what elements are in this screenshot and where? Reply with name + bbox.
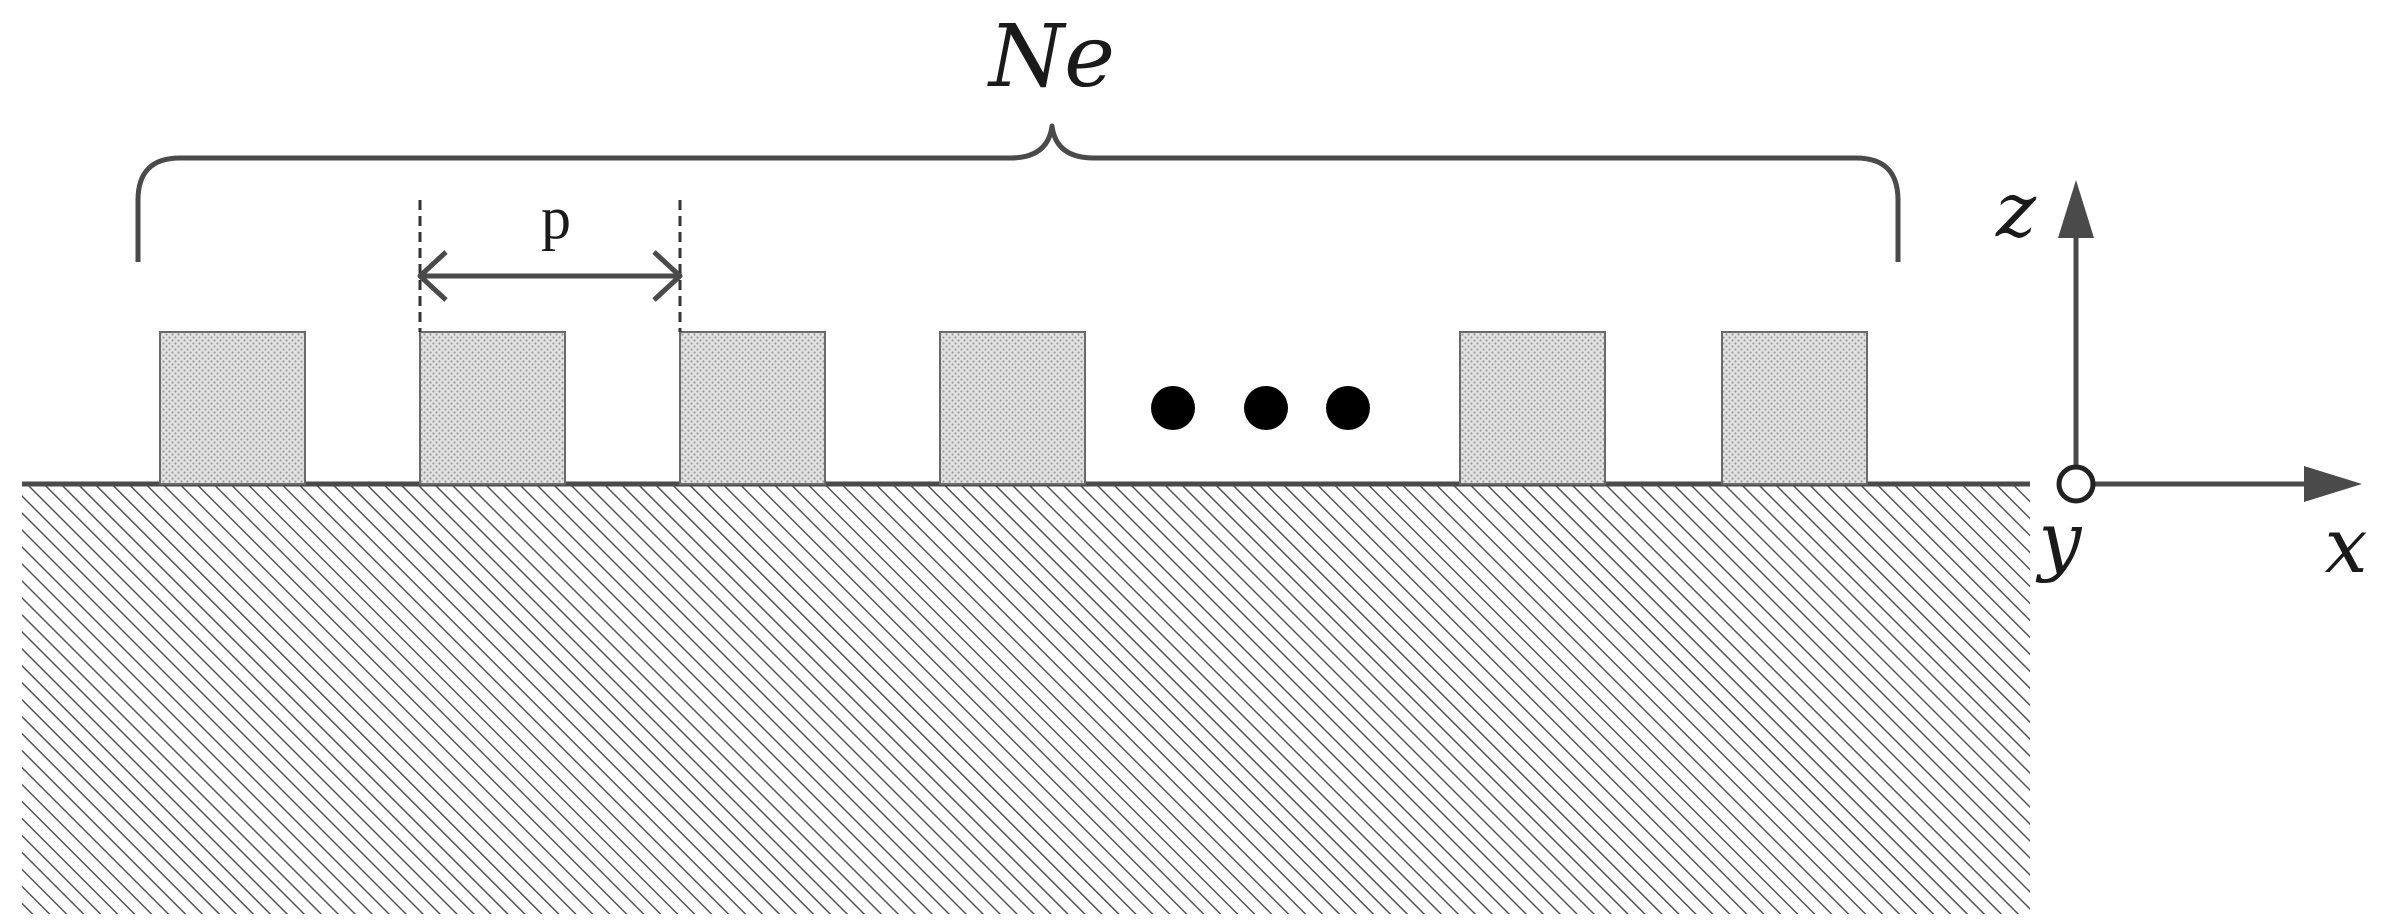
y-axis-out-of-plane-icon — [2056, 464, 2096, 504]
y-axis-label: y — [2036, 495, 2083, 584]
z-axis-label: z — [1995, 165, 2037, 254]
period-arrow — [417, 250, 683, 302]
substrate — [22, 484, 2030, 914]
grating-element — [159, 331, 306, 485]
coordinate-axes: z x y — [1995, 165, 2367, 590]
ellipsis-dot — [1151, 386, 1195, 430]
ellipsis-dots — [1151, 386, 1370, 430]
grating-element — [419, 331, 566, 485]
ellipsis-dot — [1244, 386, 1288, 430]
array-count-label: Ne — [987, 7, 1115, 107]
grating-element — [1721, 331, 1868, 485]
x-axis-arrowhead — [2304, 466, 2362, 502]
ellipsis-dot — [1326, 386, 1370, 430]
grating-element — [679, 331, 826, 485]
period-label: p — [541, 185, 571, 251]
z-axis-arrowhead — [2058, 180, 2094, 238]
x-axis-label: x — [2325, 501, 2368, 590]
array-brace — [135, 123, 1901, 262]
grating-element — [1459, 331, 1606, 485]
grating-elements — [159, 331, 1868, 485]
grating-element — [939, 331, 1086, 485]
